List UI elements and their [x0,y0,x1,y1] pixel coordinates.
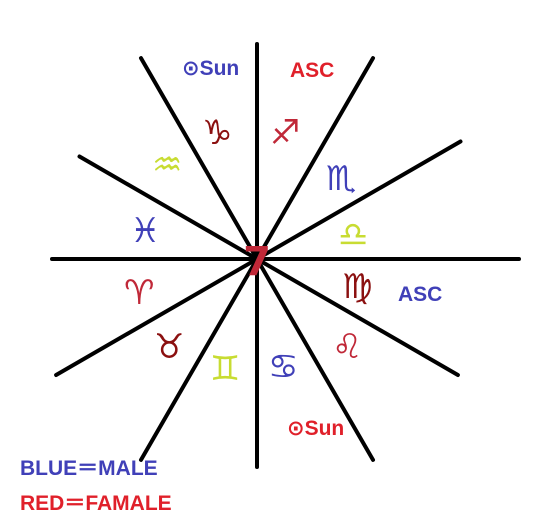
scorpio-icon: ♏ [326,159,357,199]
sagittarius-icon: ♐ [270,113,301,153]
wheel-spoke [54,257,259,377]
aries-icon: ♈ [124,273,155,313]
wheel-spoke [255,257,375,462]
cancer-icon: ♋ [268,347,299,387]
sun-label-top: ⊙Sun [182,57,240,80]
wheel-spoke [255,139,463,261]
asc-label-top: ASC [290,59,335,82]
legend-blue-male: BLUE＝MALE [20,457,158,480]
wheel-spoke [255,56,375,261]
wheel-spoke [139,257,259,462]
taurus-icon: ♉ [154,327,185,367]
sun-label-bottom: ⊙Sun [287,417,345,440]
wheel-spoke [255,257,460,377]
wheel-spoke [77,154,259,261]
virgo-icon: ♍ [342,267,373,307]
aquarius-icon: ♒ [152,145,183,185]
libra-icon: ♎ [338,215,369,255]
wheel-spoke [139,56,259,261]
pisces-icon: ♓ [130,211,161,251]
capricorn-icon: ♑ [202,113,233,153]
leo-icon: ♌ [332,327,363,367]
gemini-icon: ♊ [210,349,241,389]
center-mark: 7 [243,239,271,285]
asc-label-right: ASC [398,283,443,306]
legend-red-female: RED＝FAMALE [20,492,172,515]
